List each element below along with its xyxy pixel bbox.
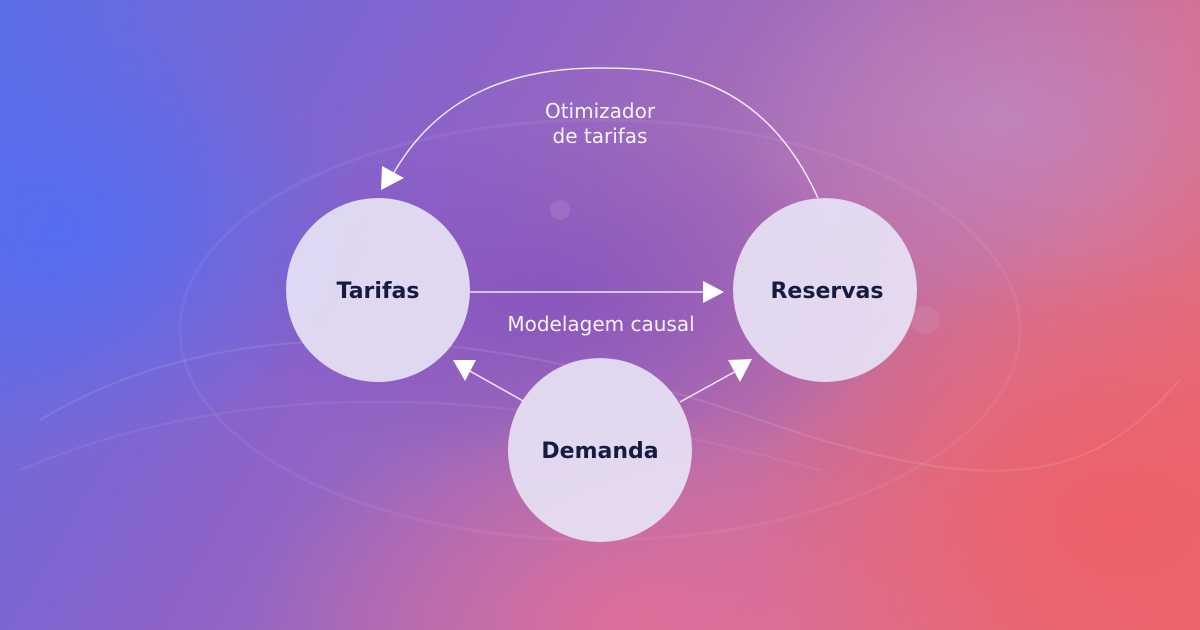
- optimizer-label-line1: Otimizador: [545, 99, 656, 123]
- node-reservas: [733, 198, 917, 382]
- optimizer-label-line2: de tarifas: [553, 124, 648, 148]
- optimizer-arrowhead: [381, 166, 404, 190]
- node-demanda: [508, 358, 692, 542]
- demanda-tarifas-arrow: [467, 369, 526, 403]
- node-demanda-label: Demanda: [541, 439, 658, 464]
- causal-label: Modelagem causal: [507, 312, 694, 336]
- demanda-reservas-arrow: [679, 369, 739, 403]
- node-reservas-label: Reservas: [770, 279, 883, 304]
- optimizer-arrow: [391, 67, 819, 199]
- demanda-tarifas-arrowhead: [453, 360, 476, 381]
- causal-arrowhead: [703, 281, 724, 303]
- node-tarifas-label: Tarifas: [337, 279, 420, 304]
- demanda-reservas-arrowhead: [728, 359, 752, 382]
- node-tarifas: [286, 198, 470, 382]
